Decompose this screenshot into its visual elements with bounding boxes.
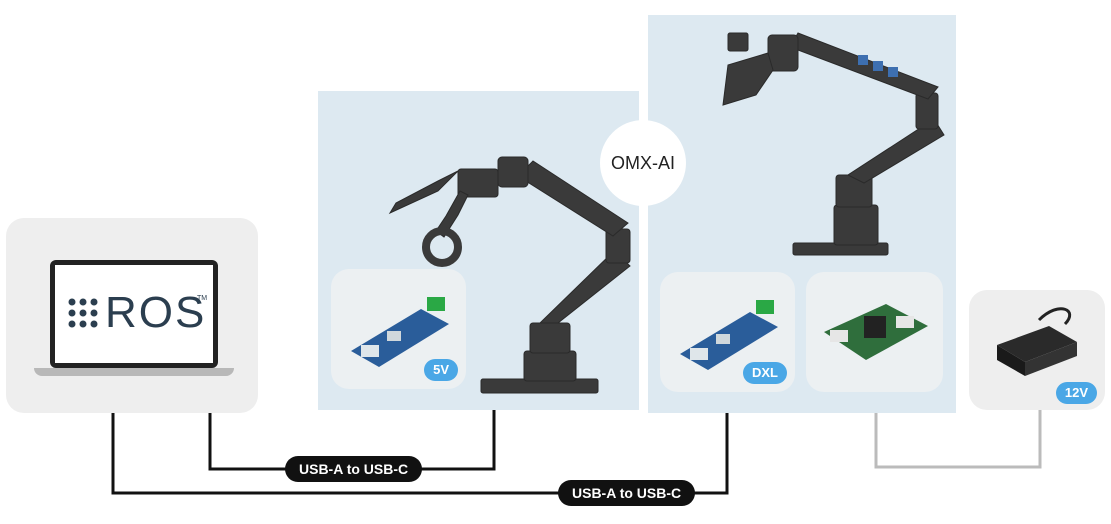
power-adapter-icon bbox=[997, 307, 1077, 376]
leader-arm-panel: 5V bbox=[318, 91, 639, 410]
lower-usb-cable bbox=[111, 410, 729, 495]
voltage-badge-5v: 5V bbox=[424, 359, 458, 381]
dxl-badge: DXL bbox=[743, 362, 787, 384]
ros-display: ROS TM bbox=[55, 265, 213, 363]
laptop-card: ROS TM bbox=[6, 218, 258, 413]
ros-trademark: TM bbox=[197, 295, 208, 302]
ros-dots-icon bbox=[68, 298, 98, 328]
follower-arm-panel: DXL bbox=[648, 15, 956, 413]
follower-arm-illustration bbox=[722, 32, 945, 256]
laptop-screen: ROS TM bbox=[50, 260, 218, 368]
voltage-badge-12v: 12V bbox=[1055, 382, 1097, 404]
left-board-card: 5V bbox=[331, 269, 466, 389]
controller-board-icon bbox=[351, 297, 449, 367]
ros-logo-text: ROS bbox=[105, 288, 207, 337]
controller-board-icon bbox=[680, 300, 778, 370]
power-hub-board-icon bbox=[824, 304, 928, 360]
upper-cable-label: USB-A to USB-C bbox=[285, 456, 423, 482]
right-board-card: DXL bbox=[660, 272, 795, 392]
power-hub-card bbox=[806, 272, 943, 392]
omx-ai-label: OMX-AI bbox=[600, 120, 686, 206]
lower-cable-label: USB-A to USB-C bbox=[558, 480, 696, 506]
leader-arm-illustration bbox=[388, 156, 631, 394]
power-cable bbox=[874, 410, 1042, 469]
laptop-base bbox=[34, 368, 234, 376]
power-adapter-card: 12V bbox=[969, 290, 1105, 410]
